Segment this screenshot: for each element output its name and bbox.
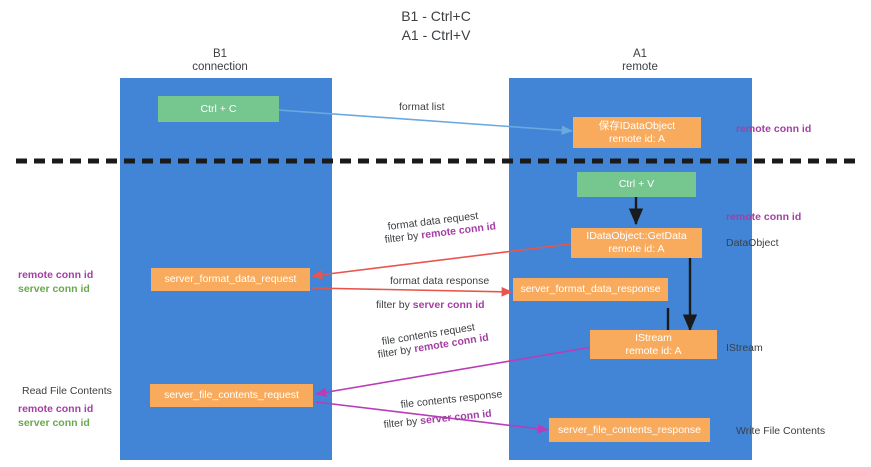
node-server-file-contents-response-label: server_file_contents_response	[557, 423, 701, 436]
node-server-format-data-response-label: server_format_data_response	[520, 283, 661, 295]
filter-prefix-4: filter by	[383, 415, 421, 431]
filter-key-4: server conn id	[419, 407, 493, 428]
right-label-remote-conn-id-mid: remote conn id	[726, 211, 802, 223]
node-server-file-contents-request[interactable]: server_file_contents_request	[150, 384, 313, 407]
node-server-file-contents-response[interactable]: server_file_contents_response	[549, 418, 710, 442]
filter-prefix-2: filter by	[376, 299, 413, 311]
left-label-conn-ids-mid: remote conn id server conn id	[18, 269, 93, 296]
edge-label-file-contents-response-filter: filter by server conn id	[383, 408, 492, 432]
left-label-server-conn-id-mid: server conn id	[18, 282, 90, 295]
node-ctrl-c-line1: Ctrl + C	[200, 102, 237, 115]
node-server-file-contents-request-label: server_file_contents_request	[164, 389, 299, 401]
node-save-idataobject[interactable]: 保存IDataObject remote id: A	[573, 117, 701, 148]
left-label-conn-ids-bottom: remote conn id server conn id	[18, 403, 93, 430]
node-ctrl-c[interactable]: Ctrl + C	[158, 96, 279, 122]
left-label-server-conn-id-bottom: server conn id	[18, 416, 90, 429]
node-idataobject-getdata-line2: remote id: A	[608, 243, 665, 255]
filter-key-2: server conn id	[412, 299, 485, 311]
lane-header-b1: B1 connection	[192, 48, 248, 73]
node-save-idataobject-line1: 保存IDataObject	[598, 119, 676, 132]
right-label-istream: IStream	[726, 342, 763, 354]
node-save-idataobject-line2: remote id: A	[608, 132, 666, 145]
node-ctrl-v[interactable]: Ctrl + V	[577, 172, 696, 197]
lane-header-a1: A1 remote	[622, 48, 658, 73]
right-label-remote-conn-id-top: remote conn id	[736, 123, 812, 135]
node-istream-line1: IStream	[635, 331, 672, 344]
right-label-dataobject: DataObject	[726, 237, 779, 249]
node-server-format-data-request-label: server_format_data_request	[164, 273, 297, 285]
node-idataobject-getdata[interactable]: IDataObject::GetData remote id: A	[571, 228, 702, 258]
node-server-format-data-request[interactable]: server_format_data_request	[151, 268, 310, 291]
node-istream[interactable]: IStream remote id: A	[590, 330, 717, 359]
left-label-read-file-contents-group: Read File Contents	[22, 385, 112, 407]
left-label-remote-conn-id-mid: remote conn id	[18, 269, 94, 281]
node-ctrl-v-line1: Ctrl + V	[618, 178, 655, 190]
left-label-read-file-contents: Read File Contents	[22, 385, 112, 397]
node-server-format-data-response[interactable]: server_format_data_response	[513, 278, 668, 301]
arrow-format-data-response	[311, 286, 513, 297]
node-idataobject-getdata-line1: IDataObject::GetData	[586, 230, 687, 242]
edge-label-format-list: format list	[399, 101, 445, 113]
right-label-write-file-contents: Write File Contents	[736, 425, 826, 437]
node-istream-line2: remote id: A	[625, 344, 682, 357]
edge-label-format-data-response: format data response	[390, 275, 490, 287]
diagram-title: B1 - Ctrl+C A1 - Ctrl+V	[401, 8, 471, 43]
left-label-remote-conn-id-bottom: remote conn id	[18, 403, 94, 415]
edge-label-format-data-response-filter: filter by server conn id	[376, 299, 485, 312]
